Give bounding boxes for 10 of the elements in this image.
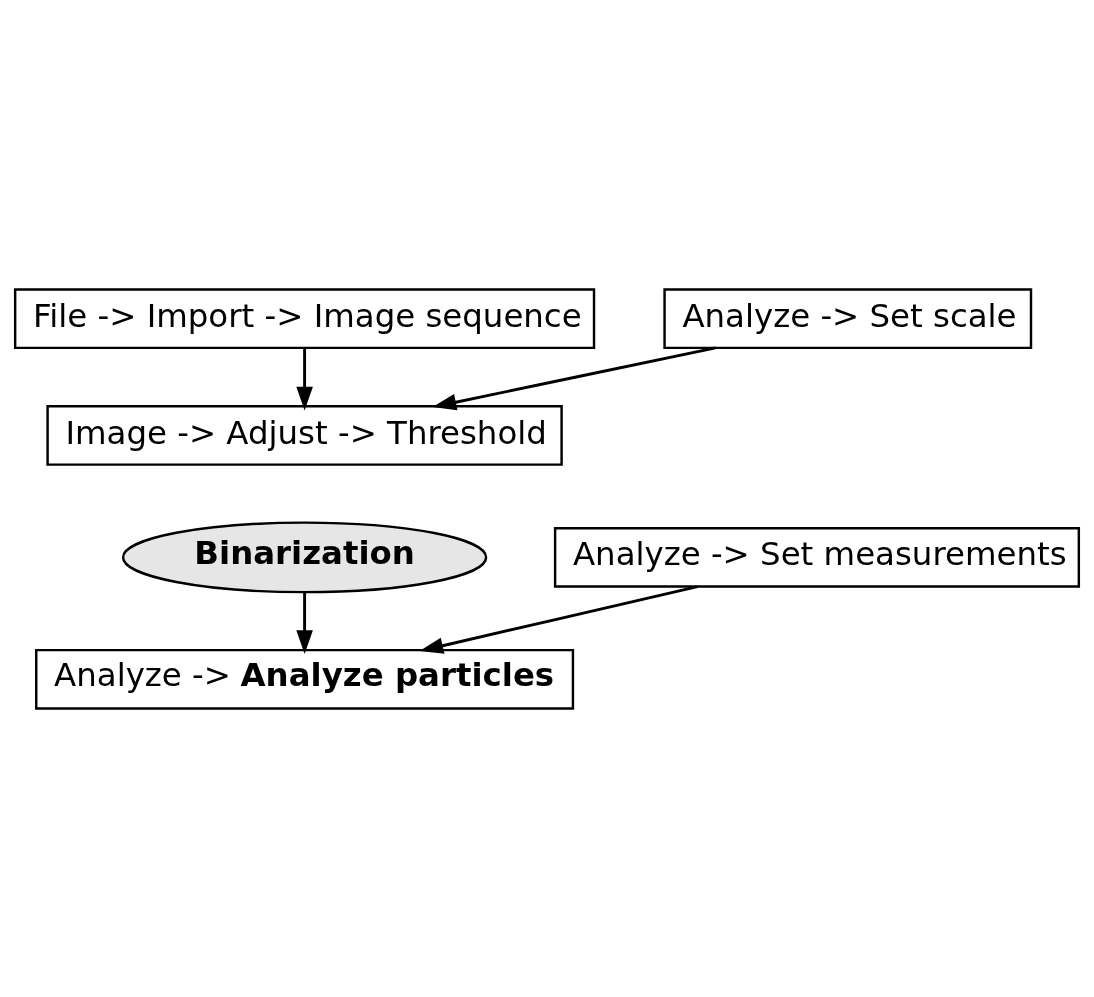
node-box: Analyze -> Analyze particles: [35, 648, 575, 710]
node-ellipse: Binarization: [121, 520, 488, 593]
node-box: Analyze -> Set measurements: [553, 526, 1081, 588]
node-box: File -> Import -> Image sequence: [13, 287, 596, 349]
node-box: Analyze -> Set scale: [663, 287, 1033, 349]
arrow: [296, 591, 313, 654]
arrow: [296, 347, 313, 410]
node-box: Image -> Adjust -> Threshold: [46, 404, 563, 466]
arrow: [419, 584, 698, 654]
arrow: [432, 346, 716, 410]
